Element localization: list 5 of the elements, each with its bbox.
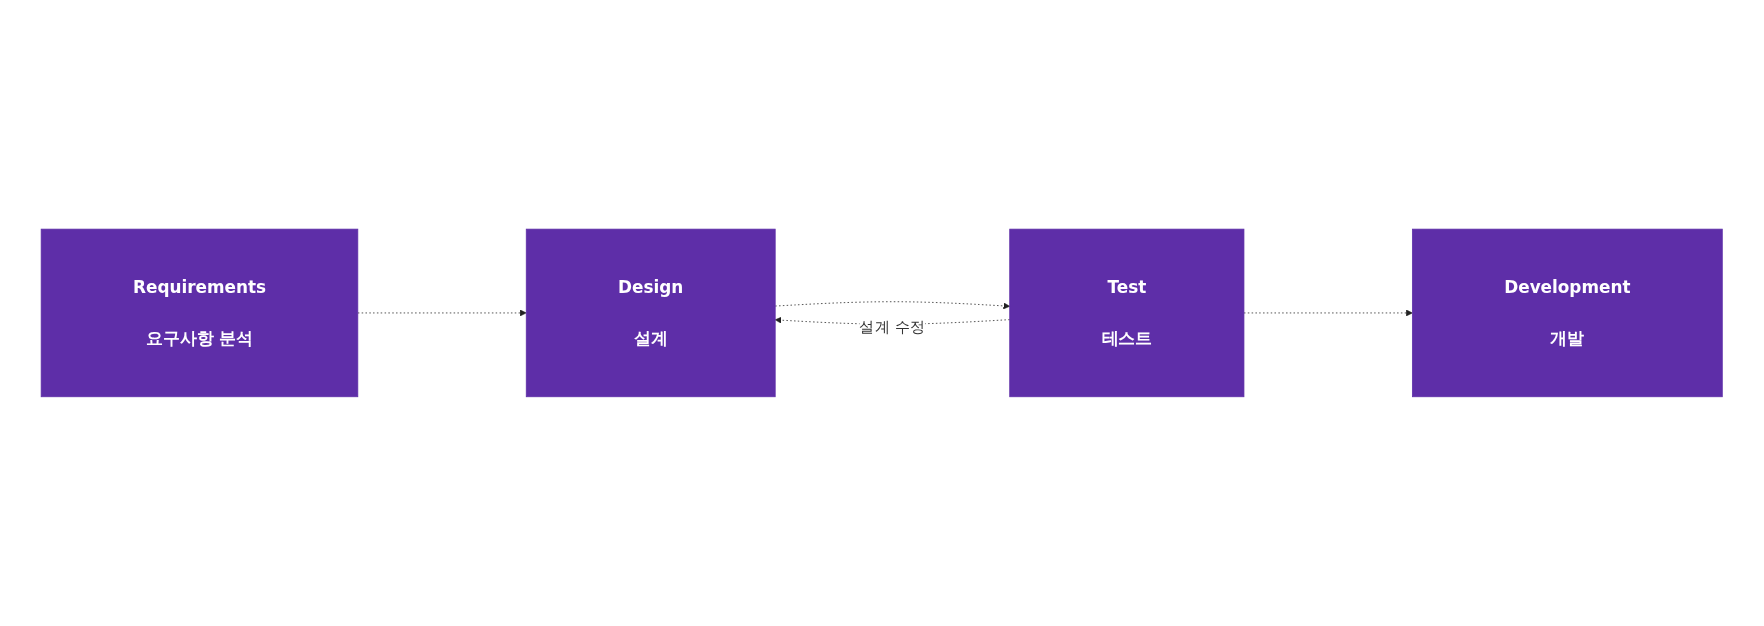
node-box: Requirements 요구사항 분석 (41, 228, 359, 398)
node-box: Test 테스트 (1009, 228, 1245, 398)
node-box: Design 설계 (526, 228, 776, 398)
node-box: Development 개발 (1412, 228, 1723, 398)
edge-label: 설계 수정 (859, 317, 926, 336)
